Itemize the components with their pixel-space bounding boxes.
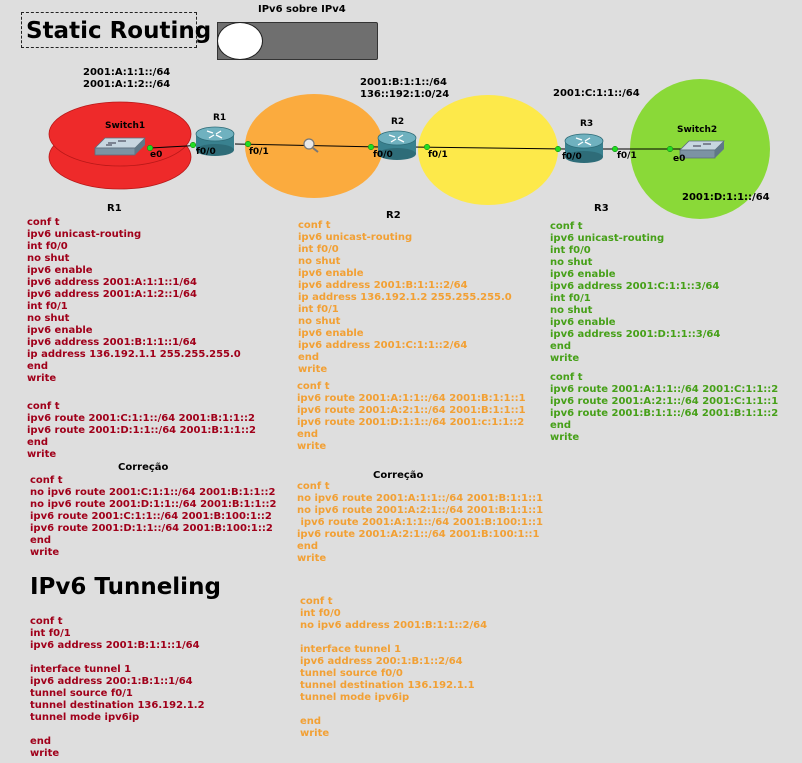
r1-f01-label: f0/1 bbox=[249, 147, 269, 157]
tunneling-title: IPv6 Tunneling bbox=[30, 574, 221, 600]
port-dot bbox=[666, 145, 674, 153]
port-dot bbox=[611, 145, 619, 153]
toggle-knob[interactable] bbox=[217, 22, 263, 60]
r1-f00-label: f0/0 bbox=[196, 147, 216, 157]
yellow-network-cloud bbox=[418, 95, 558, 205]
capture-magnifier-icon bbox=[303, 138, 319, 153]
switch2-icon bbox=[679, 140, 725, 159]
port-dot bbox=[423, 143, 431, 151]
r1-config-block: conf t ipv6 unicast-routing int f0/0 no … bbox=[27, 217, 241, 384]
port-dot bbox=[367, 143, 375, 151]
r1-correcao-block: conf t no ipv6 route 2001:C:1:1::/64 200… bbox=[30, 475, 277, 558]
port-dot bbox=[554, 145, 562, 153]
sw2-e0-label: e0 bbox=[673, 154, 686, 164]
r3-routes-block: conf t ipv6 route 2001:A:1:1::/64 2001:C… bbox=[550, 372, 779, 443]
tunnel-r1-block: conf t int f0/1 ipv6 address 2001:B:1:1:… bbox=[30, 616, 205, 759]
net4-label: 2001:D:1:1::/64 bbox=[682, 192, 770, 203]
port-dot bbox=[244, 140, 252, 148]
r2-config-block: conf t ipv6 unicast-routing int f0/0 no … bbox=[298, 220, 512, 375]
net1-label: 2001:A:1:1::/64 2001:A:1:2::/64 bbox=[83, 67, 171, 90]
r2-config-heading: R2 bbox=[386, 210, 401, 221]
r3-f01-label: f0/1 bbox=[617, 151, 637, 161]
port-dot bbox=[189, 141, 197, 149]
link-r2-r3 bbox=[411, 146, 566, 150]
network-diagram bbox=[48, 79, 770, 219]
red-network-cloud bbox=[48, 101, 192, 167]
port-dot bbox=[146, 144, 154, 152]
switch1-label: Switch1 bbox=[105, 121, 146, 131]
router-r1-icon bbox=[195, 126, 235, 156]
r2-routes-block: conf t ipv6 route 2001:A:1:1::/64 2001:B… bbox=[297, 381, 526, 452]
tunnel-r2-block: conf t int f0/0 no ipv6 address 2001:B:1… bbox=[300, 596, 488, 739]
toggle-label: IPv6 sobre IPv4 bbox=[258, 4, 346, 15]
r2-label: R2 bbox=[391, 117, 405, 127]
r1-config-heading: R1 bbox=[107, 203, 122, 214]
net3-label: 2001:C:1:1::/64 bbox=[553, 88, 640, 99]
router-r3-icon bbox=[564, 133, 604, 163]
r2-f00-label: f0/0 bbox=[373, 150, 393, 160]
page-title: Static Routing bbox=[21, 12, 211, 48]
r3-label: R3 bbox=[580, 119, 594, 129]
r2-correcao-block: conf t no ipv6 route 2001:A:1:1::/64 200… bbox=[297, 481, 544, 564]
r2-f01-label: f0/1 bbox=[428, 150, 448, 160]
r1-label: R1 bbox=[213, 113, 227, 123]
switch1-icon bbox=[94, 137, 146, 156]
r3-f00-label: f0/0 bbox=[562, 152, 582, 162]
net2-label: 2001:B:1:1::/64 136::192:1:0/24 bbox=[360, 77, 450, 100]
r1-correcao-heading: Correção bbox=[118, 462, 169, 473]
sw1-e0-label: e0 bbox=[150, 150, 163, 160]
r1-routes-block: conf t ipv6 route 2001:C:1:1::/64 2001:B… bbox=[27, 401, 256, 460]
r3-config-heading: R3 bbox=[594, 203, 609, 214]
router-r2-icon bbox=[377, 130, 417, 160]
r3-config-block: conf t ipv6 unicast-routing int f0/0 no … bbox=[550, 221, 721, 364]
r2-correcao-heading: Correção bbox=[373, 470, 424, 481]
switch2-label: Switch2 bbox=[677, 125, 718, 135]
